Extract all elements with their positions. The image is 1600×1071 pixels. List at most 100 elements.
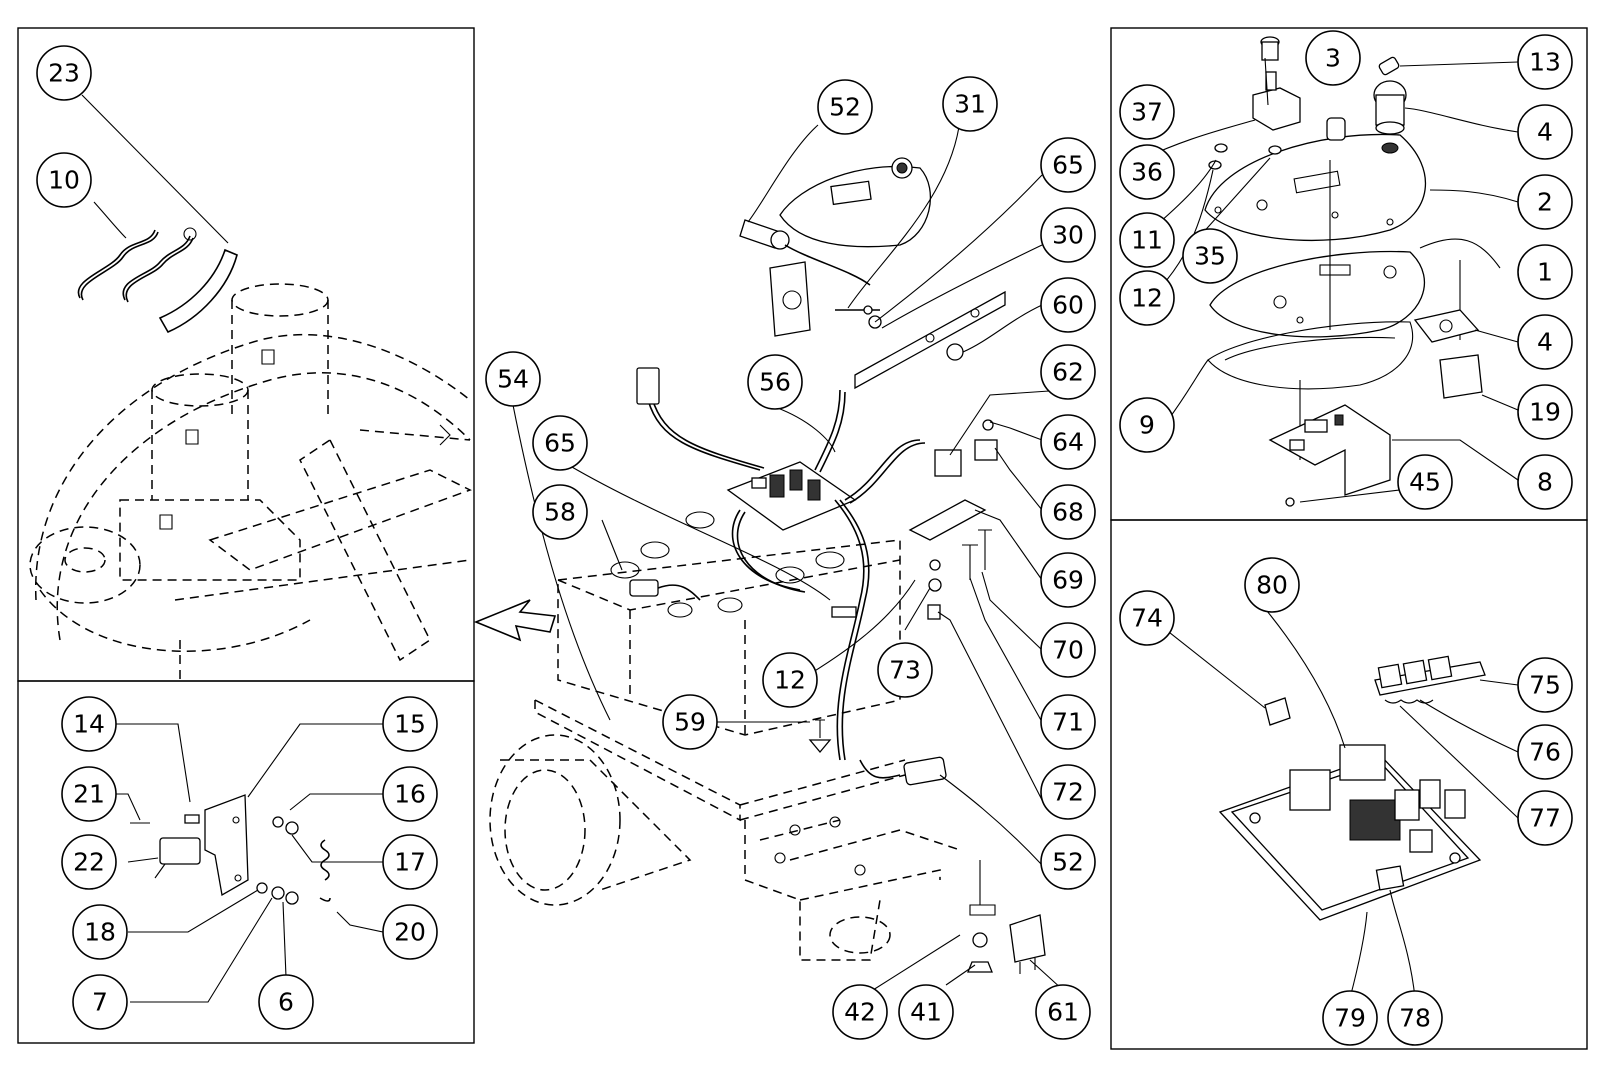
svg-text:52: 52	[829, 93, 861, 122]
callout-37: 37	[1119, 84, 1175, 140]
callout-31: 31	[942, 76, 998, 132]
leader-lines	[81, 57, 1519, 1003]
svg-text:3: 3	[1325, 44, 1341, 73]
svg-text:65: 65	[544, 429, 576, 458]
callout-80: 80	[1244, 557, 1300, 613]
callout-10: 10	[36, 152, 92, 208]
svg-text:64: 64	[1052, 428, 1084, 457]
svg-text:7: 7	[92, 988, 108, 1017]
svg-text:76: 76	[1529, 738, 1561, 767]
svg-text:61: 61	[1047, 998, 1079, 1027]
svg-text:60: 60	[1052, 291, 1084, 320]
callout-13: 13	[1517, 34, 1573, 90]
svg-text:77: 77	[1529, 804, 1561, 833]
svg-text:74: 74	[1131, 604, 1163, 633]
svg-text:18: 18	[84, 918, 116, 947]
callout-62: 62	[1040, 344, 1096, 400]
svg-text:15: 15	[394, 710, 426, 739]
callout-20: 20	[382, 904, 438, 960]
callout-42: 42	[832, 984, 888, 1040]
svg-text:68: 68	[1052, 498, 1084, 527]
svg-text:45: 45	[1409, 468, 1441, 497]
svg-text:62: 62	[1052, 358, 1084, 387]
svg-text:20: 20	[394, 918, 426, 947]
svg-text:52: 52	[1052, 848, 1084, 877]
svg-text:11: 11	[1131, 226, 1163, 255]
callout-71: 71	[1040, 694, 1096, 750]
svg-text:75: 75	[1529, 671, 1561, 700]
callout-69: 69	[1040, 552, 1096, 608]
callout-17: 17	[382, 834, 438, 890]
callout-18: 18	[72, 904, 128, 960]
svg-text:42: 42	[844, 998, 876, 1027]
svg-text:21: 21	[73, 780, 105, 809]
svg-text:23: 23	[48, 59, 80, 88]
callout-bubbles: 23 10 14 15 21 16 22 17 18 20 7 6 54 52 …	[36, 30, 1573, 1046]
callout-52-top: 52	[817, 79, 873, 135]
callout-4-bottom: 4	[1517, 314, 1573, 370]
callout-73: 73	[877, 642, 933, 698]
svg-text:19: 19	[1529, 398, 1561, 427]
callout-61: 61	[1035, 984, 1091, 1040]
svg-text:54: 54	[497, 365, 529, 394]
svg-text:9: 9	[1139, 411, 1155, 440]
callout-2: 2	[1517, 174, 1573, 230]
svg-text:35: 35	[1194, 242, 1226, 271]
svg-text:10: 10	[48, 166, 80, 195]
svg-text:59: 59	[674, 708, 706, 737]
svg-text:70: 70	[1052, 636, 1084, 665]
svg-text:14: 14	[73, 710, 105, 739]
callout-4-top: 4	[1517, 104, 1573, 160]
callout-11: 11	[1119, 212, 1175, 268]
motor-controller	[1218, 655, 1486, 921]
callout-16: 16	[382, 766, 438, 822]
svg-text:56: 56	[759, 368, 791, 397]
callout-70: 70	[1040, 622, 1096, 678]
callout-52-bottom: 52	[1040, 834, 1096, 890]
base-assembly-phantom	[29, 283, 472, 680]
relay-hardware	[903, 756, 1046, 974]
callout-58: 58	[532, 484, 588, 540]
svg-text:79: 79	[1334, 1004, 1366, 1033]
connector-bracket	[908, 419, 998, 620]
callout-12-mid: 12	[762, 652, 818, 708]
callout-6: 6	[258, 974, 314, 1030]
callout-56: 56	[747, 354, 803, 410]
callout-68: 68	[1040, 484, 1096, 540]
cover-assembly	[739, 157, 1006, 390]
callout-3: 3	[1305, 30, 1361, 86]
svg-text:41: 41	[910, 998, 942, 1027]
svg-text:78: 78	[1399, 1004, 1431, 1033]
svg-text:12: 12	[1131, 284, 1163, 313]
callout-74: 74	[1119, 590, 1175, 646]
control-board	[636, 367, 926, 779]
callout-45: 45	[1397, 454, 1453, 510]
svg-text:69: 69	[1052, 566, 1084, 595]
callout-22: 22	[61, 834, 117, 890]
svg-text:73: 73	[889, 656, 921, 685]
callout-65-mid: 65	[532, 415, 588, 471]
svg-text:37: 37	[1131, 98, 1163, 127]
callout-19: 19	[1517, 384, 1573, 440]
svg-text:6: 6	[278, 988, 294, 1017]
svg-text:1: 1	[1537, 258, 1553, 287]
callout-79: 79	[1322, 990, 1378, 1046]
svg-text:72: 72	[1052, 778, 1084, 807]
battery-chassis	[489, 511, 961, 961]
callout-8: 8	[1517, 454, 1573, 510]
callout-54: 54	[485, 351, 541, 407]
callout-76: 76	[1517, 724, 1573, 780]
svg-text:4: 4	[1537, 328, 1553, 357]
svg-text:80: 80	[1256, 571, 1288, 600]
callout-59: 59	[662, 694, 718, 750]
callout-60: 60	[1040, 277, 1096, 333]
callout-36: 36	[1119, 144, 1175, 200]
svg-text:30: 30	[1052, 221, 1084, 250]
svg-text:16: 16	[394, 780, 426, 809]
svg-text:71: 71	[1052, 708, 1084, 737]
callout-12-top: 12	[1119, 270, 1175, 326]
switch-bracket-assembly	[130, 794, 331, 905]
callout-78: 78	[1387, 990, 1443, 1046]
svg-text:2: 2	[1537, 188, 1553, 217]
svg-text:31: 31	[954, 90, 986, 119]
